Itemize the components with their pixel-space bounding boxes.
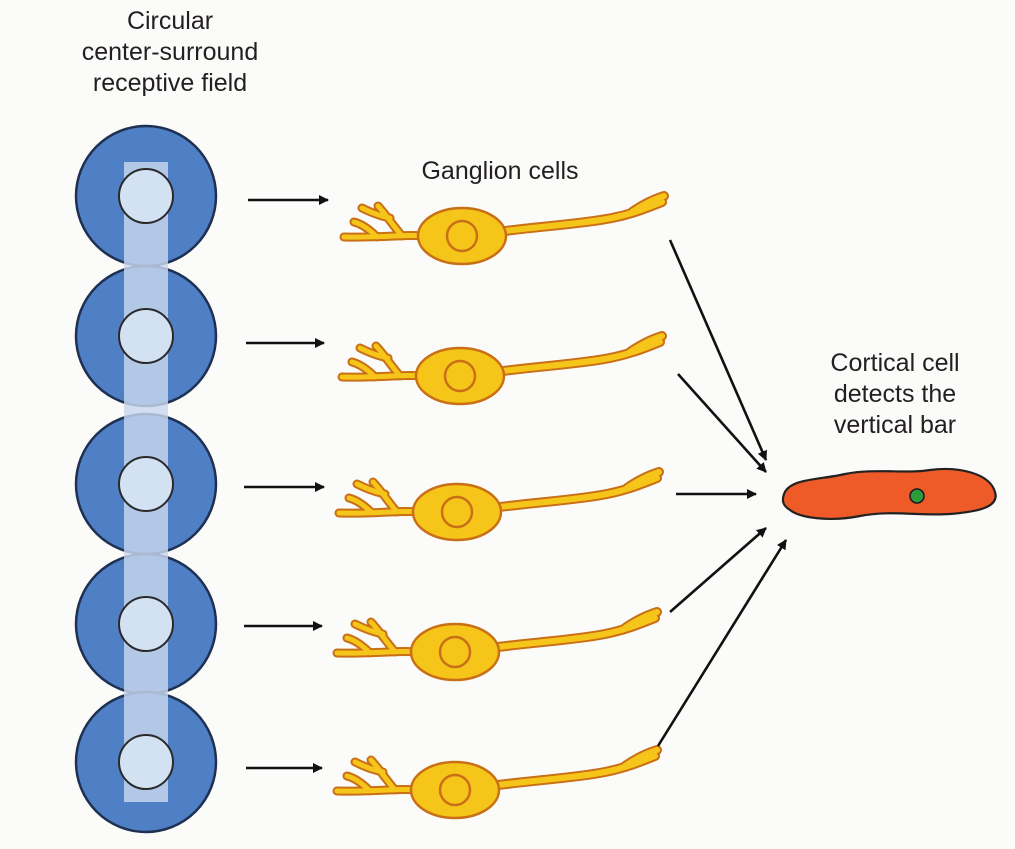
ganglion-cells: [337, 196, 664, 818]
receptive-field-center-3: [119, 457, 173, 511]
ganglion-nucleus-3: [442, 497, 472, 527]
cortical-cell-label-line-1: Cortical cell: [790, 348, 1000, 379]
cortical-cell-label-line-2: detects the: [790, 379, 1000, 410]
cortical-nucleus: [910, 489, 924, 503]
ganglion-nucleus-4: [440, 637, 470, 667]
receptive-field-center-2: [119, 309, 173, 363]
ganglion-cells-label-text: Ganglion cells: [380, 156, 620, 187]
arrow-ganglion-to-cortical-4: [670, 528, 766, 612]
receptive-field-label-line-2: center-surround: [30, 37, 310, 68]
ganglion-nucleus-2: [445, 361, 475, 391]
receptive-field-center-5: [119, 735, 173, 789]
receptive-field-label-line-1: Circular: [30, 6, 310, 37]
receptive-field-label: Circular center-surround receptive field: [30, 6, 310, 99]
input-arrows: [244, 200, 328, 768]
arrow-ganglion-to-cortical-5: [658, 540, 786, 746]
receptive-field-center-1: [119, 169, 173, 223]
ganglion-nucleus-1: [447, 221, 477, 251]
receptive-field-label-line-3: receptive field: [30, 68, 310, 99]
ganglion-cells-label: Ganglion cells: [380, 156, 620, 187]
ganglion-neuron-icon-1: [344, 196, 664, 264]
cortical-cell-label: Cortical cell detects the vertical bar: [790, 348, 1000, 441]
ganglion-neuron-icon-4: [337, 612, 657, 680]
cortical-cell: [783, 469, 996, 519]
arrow-ganglion-to-cortical-1: [670, 240, 766, 460]
ganglion-nucleus-5: [440, 775, 470, 805]
ganglion-neuron-icon-5: [337, 750, 657, 818]
convergence-arrows: [658, 240, 786, 746]
ganglion-neuron-icon-3: [339, 472, 659, 540]
arrow-ganglion-to-cortical-2: [678, 374, 766, 472]
cortical-cell-icon: [783, 469, 996, 519]
ganglion-neuron-icon-2: [342, 336, 662, 404]
cortical-cell-label-line-3: vertical bar: [790, 410, 1000, 441]
receptive-field-center-4: [119, 597, 173, 651]
